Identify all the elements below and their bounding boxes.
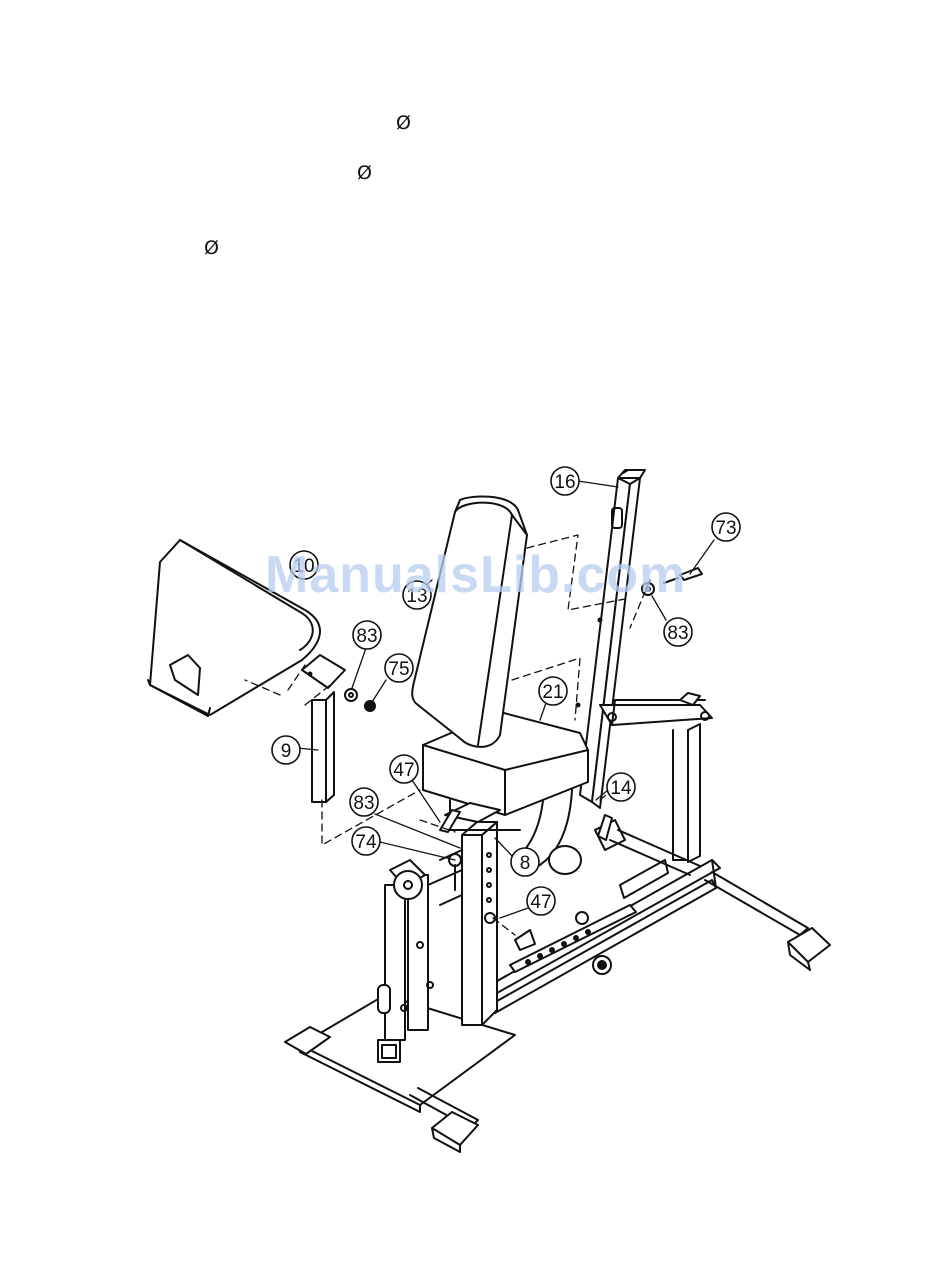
callout-83-left: 83 xyxy=(356,626,377,647)
callout-47-lower: 47 xyxy=(530,892,551,913)
callout-8: 8 xyxy=(520,853,531,874)
rear-base-frame xyxy=(490,860,830,1013)
callout-74: 74 xyxy=(355,832,377,853)
callout-83-lower: 83 xyxy=(353,793,374,814)
preacher-post xyxy=(302,655,345,802)
callout-47-upper: 47 xyxy=(393,760,414,781)
callout-73: 73 xyxy=(715,518,736,539)
callout-16: 16 xyxy=(554,472,575,493)
callout-21: 21 xyxy=(542,682,563,703)
callout-83-upper: 83 xyxy=(667,623,688,644)
callout-75: 75 xyxy=(388,659,409,680)
callout-9: 9 xyxy=(281,741,292,762)
seat-post-assembly xyxy=(428,822,497,1025)
callout-14: 14 xyxy=(610,778,632,799)
back-pad xyxy=(412,496,527,746)
watermark: ManualsLib.com xyxy=(265,545,686,605)
